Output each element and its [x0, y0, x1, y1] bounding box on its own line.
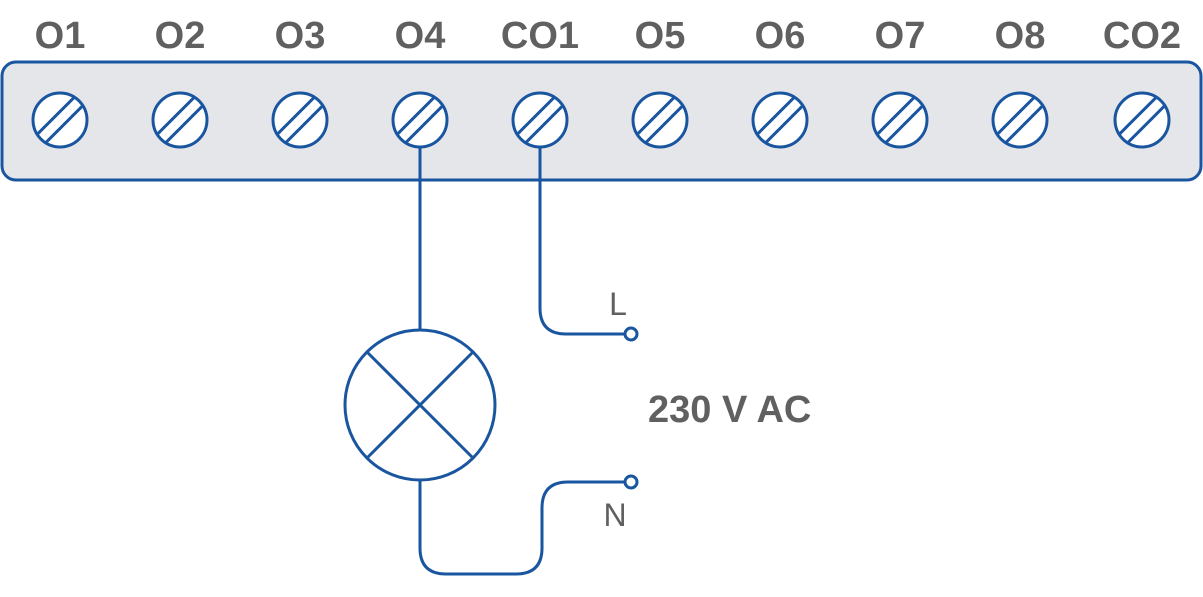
supply-voltage-label: 230 V AC [648, 389, 811, 431]
wire-co1-to-line [538, 146, 626, 336]
screw-icon-o3 [271, 91, 329, 149]
screw-icon-o1 [31, 91, 89, 149]
line-label: L [609, 286, 627, 322]
terminal-label-o4: O4 [395, 15, 446, 57]
terminal-label-co1: CO1 [501, 15, 579, 57]
terminal-label-o6: O6 [755, 15, 806, 57]
screw-icon-co2 [1113, 91, 1171, 149]
terminal-labels: O1 O2 O3 O4 CO1 O5 O6 O7 O8 CO2 [35, 15, 1181, 57]
lamp-icon [343, 328, 497, 482]
neutral-terminal-point [623, 474, 639, 490]
screw-icon-o5 [631, 91, 689, 149]
neutral-label: N [603, 497, 626, 533]
terminal-block [0, 60, 1203, 182]
terminal-label-o8: O8 [995, 15, 1046, 57]
terminal-label-o1: O1 [35, 15, 86, 57]
terminal-label-o2: O2 [155, 15, 206, 57]
screw-icon-o6 [751, 91, 809, 149]
screw-terminals [31, 91, 1171, 149]
wire-lamp-to-neutral [418, 479, 626, 576]
terminal-label-co2: CO2 [1103, 15, 1181, 57]
line-terminal-point [623, 326, 639, 342]
terminal-label-o3: O3 [275, 15, 326, 57]
terminal-label-o5: O5 [635, 15, 686, 57]
screw-icon-o4 [391, 91, 449, 149]
screw-icon-o2 [151, 91, 209, 149]
screw-icon-o8 [991, 91, 1049, 149]
wires [418, 146, 626, 576]
screw-icon-co1 [511, 91, 569, 149]
screw-icon-o7 [871, 91, 929, 149]
terminal-label-o7: O7 [875, 15, 926, 57]
